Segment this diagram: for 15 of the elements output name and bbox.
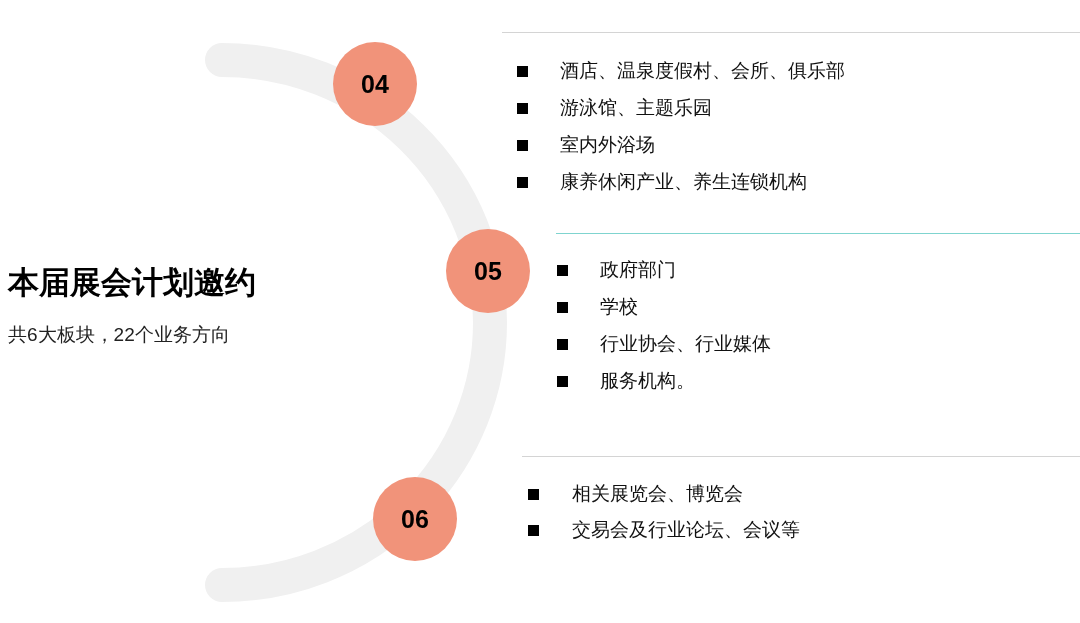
step-circle: 05 bbox=[446, 229, 530, 313]
step-circle: 06 bbox=[373, 477, 457, 561]
list-item: 交易会及行业论坛、会议等 bbox=[572, 518, 800, 542]
list-item: 相关展览会、博览会 bbox=[572, 482, 743, 506]
list-item: 酒店、温泉度假村、会所、俱乐部 bbox=[560, 59, 845, 83]
step-circle: 04 bbox=[333, 42, 417, 126]
list-item: 服务机构。 bbox=[600, 369, 695, 393]
subtitle: 共6大板块，22个业务方向 bbox=[8, 323, 230, 347]
list-item: 游泳馆、主题乐园 bbox=[560, 96, 712, 120]
list-item: 室内外浴场 bbox=[560, 133, 655, 157]
list-item: 行业协会、行业媒体 bbox=[600, 332, 771, 356]
list-item: 学校 bbox=[600, 295, 638, 319]
heading: 本届展会计划邀约 bbox=[8, 264, 256, 302]
list-item: 政府部门 bbox=[600, 258, 676, 282]
list-item: 康养休闲产业、养生连锁机构 bbox=[560, 170, 807, 194]
